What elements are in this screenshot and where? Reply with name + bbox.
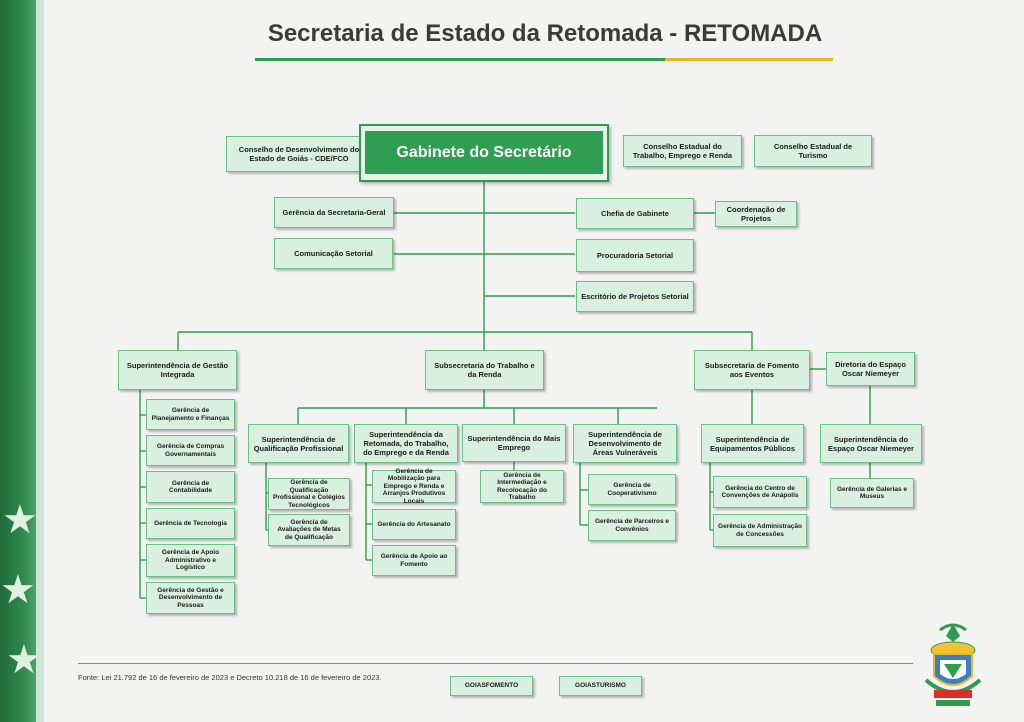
box-goiasfomento: GOIASFOMENTO — [450, 676, 533, 696]
box-ger-tecnologia: Gerência de Tecnologia — [146, 508, 235, 539]
star-icon: ★ — [6, 638, 42, 682]
box-sub-fomento-eventos: Subsecretaria de Fomento aos Eventos — [694, 350, 810, 390]
box-ger-compras: Gerência de Compras Governamentais — [146, 435, 235, 466]
page-title: Secretaria de Estado da Retomada - RETOM… — [267, 20, 823, 47]
footer-source: Fonte: Lei 21.792 de 16 de fevereiro de … — [78, 673, 382, 682]
box-chefia-gabinete: Chefia de Gabinete — [576, 198, 694, 229]
box-ger-centro-convencoes: Gerência do Centro de Convenções de Anáp… — [713, 476, 807, 508]
box-conselho-desenvolvimento: Conselho de Desenvolvimento do Estado de… — [226, 136, 372, 172]
box-ger-parceiros-convenios: Gerência de Parceiros e Convênios — [588, 510, 676, 541]
box-ger-galerias-museus: Gerência de Galerias e Museus — [830, 478, 914, 508]
box-diretoria-oscar-niemeyer: Diretoria do Espaço Oscar Niemeyer — [826, 352, 915, 386]
box-gabinete-secretario: Gabinete do Secretário — [365, 131, 603, 174]
box-ger-avaliacoes-metas: Gerência de Avaliações de Metas de Quali… — [268, 514, 350, 546]
box-ger-apoio-fomento: Gerência de Apoio ao Fomento — [372, 545, 456, 576]
decorative-left-band — [0, 0, 42, 722]
box-escritorio-projetos: Escritório de Projetos Setorial — [576, 281, 694, 312]
box-ger-gestao-pessoas: Gerência de Gestão e Desenvolvimento de … — [146, 582, 235, 614]
title-underline-green — [255, 58, 665, 61]
box-conselho-turismo: Conselho Estadual de Turismo — [754, 135, 872, 167]
box-sup-retomada: Superintendência da Retomada, do Trabalh… — [354, 424, 458, 463]
box-sup-gestao-integrada: Superintendência de Gestão Integrada — [118, 350, 237, 390]
box-ger-artesanato: Gerência do Artesanato — [372, 509, 456, 540]
box-gerencia-secretaria-geral: Gerência da Secretaria-Geral — [274, 197, 394, 228]
box-sup-equipamentos: Superintendência de Equipamentos Público… — [701, 424, 804, 463]
box-sup-areas-vulneraveis: Superintendência de Desenvolvimento de Á… — [573, 424, 677, 463]
box-coordenacao-projetos: Coordenação de Projetos — [715, 201, 797, 227]
box-ger-qualificacao-colegios: Gerência de Qualificação Profissional e … — [268, 478, 350, 510]
box-ger-administracao-concessoes: Gerência de Administração de Concessões — [713, 514, 807, 547]
box-procuradoria-setorial: Procuradoria Setorial — [576, 239, 694, 272]
box-ger-apoio-administrativo: Gerência de Apoio Administrativo e Logís… — [146, 544, 235, 577]
box-sup-mais-emprego: Superintendência do Mais Emprego — [462, 424, 566, 462]
footer-divider — [78, 663, 913, 664]
star-icon: ★ — [0, 568, 36, 612]
box-ger-planejamento: Gerência de Planejamento e Finanças — [146, 399, 235, 430]
decorative-left-stripe — [36, 0, 44, 722]
box-ger-intermediacao: Gerência de Intermediação e Recolocação … — [480, 470, 564, 503]
box-ger-contabilidade: Gerência de Contabilidade — [146, 471, 235, 503]
title-underline-yellow — [665, 58, 833, 61]
box-ger-mobilizacao: Gerência de Mobilização para Emprego e R… — [372, 468, 456, 505]
box-goiasturismo: GOIASTURISMO — [559, 676, 642, 696]
box-conselho-trabalho: Conselho Estadual do Trabalho, Emprego e… — [623, 135, 742, 167]
box-sub-trabalho-renda: Subsecretaria do Trabalho e da Renda — [425, 350, 544, 390]
star-icon: ★ — [2, 498, 38, 542]
goias-emblem-icon — [924, 623, 982, 706]
box-sup-oscar-niemeyer: Superintendência do Espaço Oscar Niemeye… — [820, 424, 922, 463]
box-ger-cooperativismo: Gerência de Cooperativismo — [588, 474, 676, 505]
box-sup-qualificacao: Superintendência de Qualificação Profiss… — [248, 424, 349, 463]
box-comunicacao-setorial: Comunicação Setorial — [274, 238, 393, 269]
